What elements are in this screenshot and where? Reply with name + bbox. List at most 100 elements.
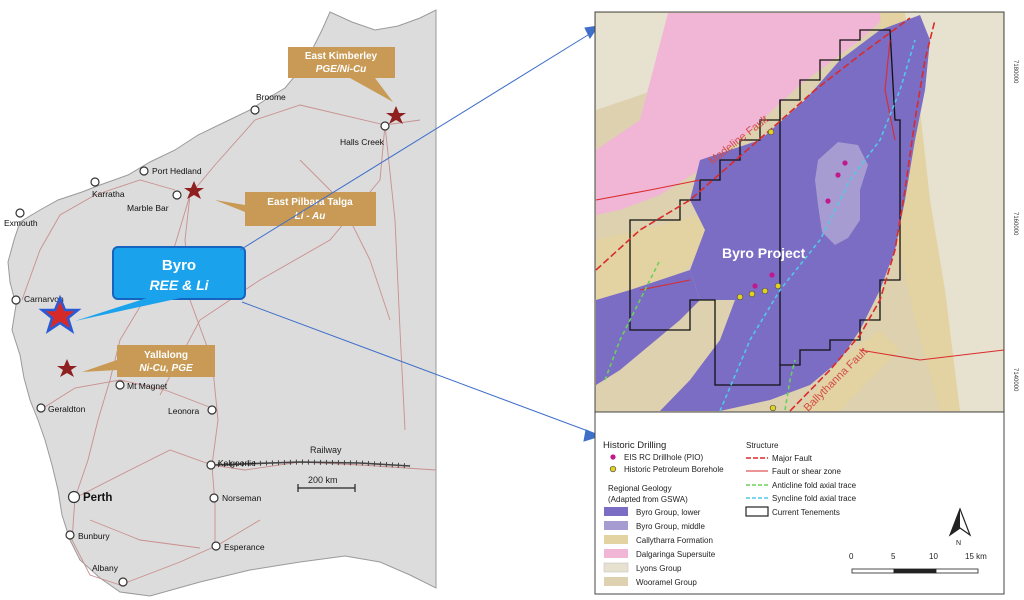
legend-label: Callytharra Formation [636, 536, 713, 545]
project-markers [57, 106, 406, 377]
callout-subtitle: PGE/Ni-Cu [316, 64, 367, 75]
borehole-marker [761, 287, 769, 295]
drillhole-marker [752, 283, 758, 289]
eis-drillholes [752, 160, 848, 289]
star-byro-icon [38, 294, 82, 334]
legend-swatch [610, 454, 616, 460]
borehole-marker [767, 128, 775, 136]
structure-legend-items: Major Fault Fault or shear zone Anticlin… [745, 454, 857, 517]
callout-title: East Kimberley [305, 51, 378, 62]
town-label: Leonora [168, 406, 199, 416]
town-marker [115, 380, 125, 390]
callout-subtitle: Li - Au [295, 211, 326, 222]
legend-label: Current Tenements [772, 508, 840, 517]
town-marker [380, 121, 390, 131]
scale-tick-label: 10 [929, 552, 938, 561]
town-label: Esperance [224, 542, 265, 552]
legend-label: Wooramel Group [636, 578, 697, 587]
drillhole-marker [825, 198, 831, 204]
town-label: Norseman [222, 493, 261, 503]
byro-title: Byro [162, 257, 196, 274]
project-label: Byro Project [722, 245, 806, 261]
town-marker [65, 530, 75, 540]
town-marker [206, 460, 216, 470]
legend-heading: Structure [746, 441, 779, 450]
town-label: Geraldton [48, 404, 86, 414]
town-marker [250, 105, 260, 115]
faults-shear [595, 39, 1005, 361]
town-label: Carnarvon [24, 294, 64, 304]
legend-label: Byro Group, lower [636, 508, 701, 517]
borehole-marker [769, 404, 777, 412]
town-label: Albany [92, 563, 119, 573]
legend-swatch [604, 521, 628, 530]
fold-traces [604, 39, 916, 412]
legend-swatch [604, 535, 628, 544]
callout-byro: Byro REE & Li [75, 246, 246, 321]
town-marker [15, 208, 25, 218]
drillhole-marker [842, 160, 848, 166]
scale-tick-label: 5 [891, 552, 896, 561]
tenement-boundary [629, 29, 901, 386]
railway-line [211, 459, 411, 469]
legend-label: Lyons Group [636, 564, 682, 573]
legend-label: Major Fault [772, 454, 813, 463]
legend-swatch [604, 507, 628, 516]
scale-tick-label: 15 km [965, 552, 987, 561]
connector-arrows [239, 25, 602, 442]
town-marker [139, 166, 149, 176]
petroleum-boreholes [736, 128, 782, 412]
legend: Historic Drilling EIS RC Drillhole (PIO)… [594, 411, 1005, 595]
legend-label: EIS RC Drillhole (PIO) [624, 453, 703, 462]
town-marker [118, 577, 128, 587]
town-label: Marble Bar [127, 203, 169, 213]
town-label: Mt Magnet [127, 381, 168, 391]
legend-swatch [609, 465, 617, 473]
town-label: Bunbury [78, 531, 110, 541]
town-marker [172, 190, 182, 200]
star-east-pilbara-icon [184, 181, 204, 199]
road-network [21, 104, 437, 586]
legend-label: Fault or shear zone [772, 467, 841, 476]
drillhole-marker [769, 272, 775, 278]
town-label: Kalgoorlie [218, 458, 256, 468]
town-label: Broome [256, 92, 286, 102]
town-markers [11, 105, 390, 587]
callout-subtitle: Ni-Cu, PGE [139, 363, 193, 374]
legend-subheading: (Adapted from GSWA) [608, 495, 688, 504]
town-marker-perth [67, 490, 81, 504]
borehole-marker [736, 293, 744, 301]
arrowhead-icon [583, 429, 602, 442]
town-marker [207, 405, 217, 415]
town-marker [211, 541, 221, 551]
north-label: N [956, 540, 961, 547]
star-yallalong-icon [57, 359, 77, 377]
legend-heading: Regional Geology [608, 484, 672, 493]
railway-label: Railway [310, 445, 342, 455]
left-scale-bar: 200 km [297, 475, 356, 492]
y-tick-label: 7180000 [1012, 60, 1018, 84]
legend-label: Syncline fold axial trace [772, 494, 857, 503]
town-label-perth: Perth [83, 492, 112, 504]
legend-heading: Historic Drilling [603, 440, 666, 451]
byro-subtitle: REE & Li [149, 277, 209, 293]
wa-map: Railway 200 km [0, 0, 440, 600]
callout-east-pilbara: East Pilbara Talga Li - Au [215, 192, 376, 226]
geology-map: Byro Project Madeline Fault Ballythanna … [594, 11, 1018, 426]
right-scale-bar: 0 5 10 15 km [849, 552, 987, 574]
town-label: Port Hedland [152, 166, 202, 176]
legend-label: Dalgaringa Supersuite [636, 550, 716, 559]
town-marker [90, 177, 100, 187]
callout-yallalong: Yallalong Ni-Cu, PGE [82, 345, 215, 377]
drillhole-marker [835, 172, 841, 178]
town-marker [209, 493, 219, 503]
scale-tick-label: 0 [849, 552, 854, 561]
legend-label: Byro Group, middle [636, 522, 705, 531]
north-arrow-icon [948, 507, 972, 537]
town-label: Karratha [92, 189, 125, 199]
y-tick-label: 7160000 [1012, 212, 1018, 236]
geology-legend-items: Byro Group, lower Byro Group, middle Cal… [603, 507, 716, 587]
callout-title: Yallalong [144, 350, 188, 361]
borehole-marker [774, 282, 782, 290]
